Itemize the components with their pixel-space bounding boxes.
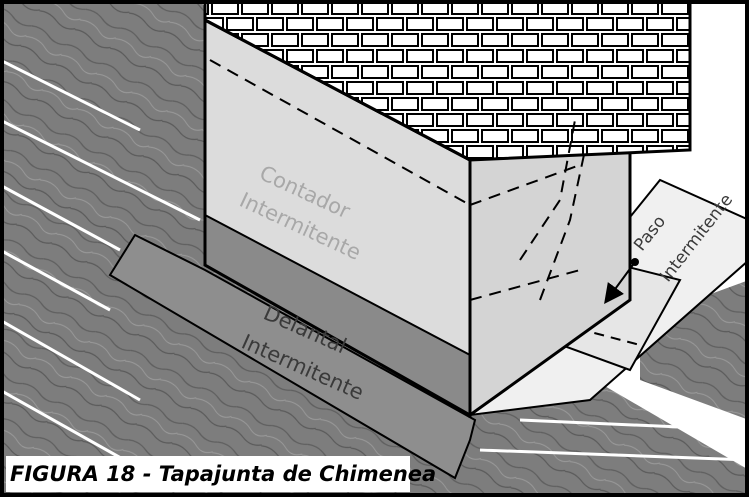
figure-caption: FIGURA 18 - Tapajunta de Chimenea <box>6 456 436 492</box>
counter-flashing-dashes <box>209 59 586 301</box>
chimney-brick <box>203 0 692 162</box>
arrow-down-icon <box>604 261 636 305</box>
apron-flashing <box>108 233 477 480</box>
